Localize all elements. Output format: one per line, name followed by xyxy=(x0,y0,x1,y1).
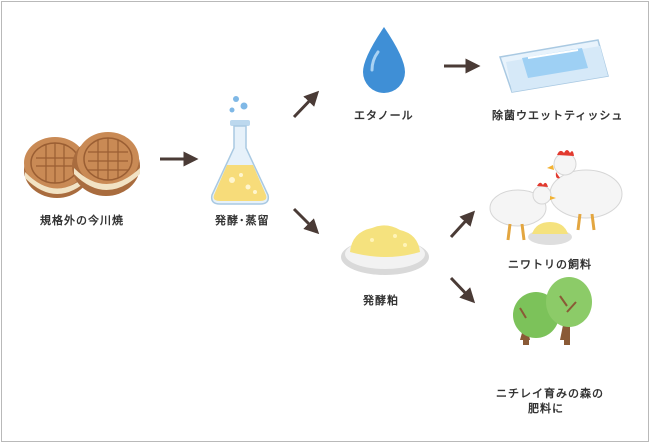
imagawayaki-icon xyxy=(24,132,140,198)
arrow-to-ethanol xyxy=(292,90,320,119)
ethanol-drop-icon xyxy=(363,27,405,93)
label-lees: 発酵粕 xyxy=(363,294,399,307)
arrow-to-chickens xyxy=(449,210,476,239)
wet-tissue-icon xyxy=(499,39,609,93)
label-forest-line1: ニチレイ育みの森の xyxy=(496,387,604,400)
arrow-to-trees xyxy=(449,276,476,304)
label-fermentation: 発酵･蒸留 xyxy=(215,214,270,227)
flask-icon xyxy=(210,96,270,205)
label-wet-tissue: 除菌ウエットティッシュ xyxy=(492,109,624,122)
lees-plate-icon xyxy=(341,225,429,275)
label-imagawayaki: 規格外の今川焼 xyxy=(40,214,124,227)
trees-icon xyxy=(513,277,592,345)
chickens-icon xyxy=(489,150,623,245)
arrow-to-lees xyxy=(292,207,320,235)
label-ethanol: エタノール xyxy=(354,109,414,122)
label-chicken-feed: ニワトリの飼料 xyxy=(508,258,592,271)
label-forest-line2: 肥料に xyxy=(528,402,564,415)
